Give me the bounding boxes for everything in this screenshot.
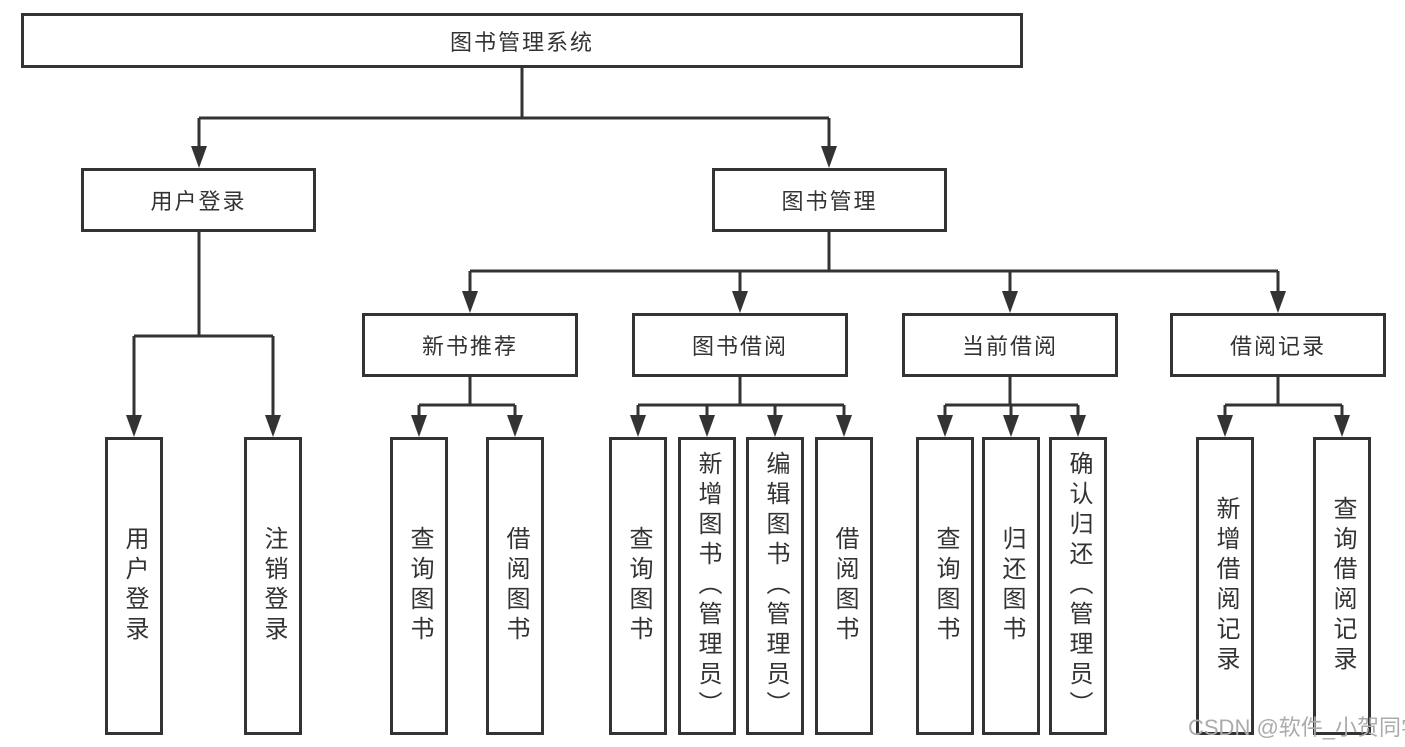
node-confirm-return-admin: 确认归还（管理员） — [1049, 437, 1107, 735]
node-borrow-books-recommend: 借阅图书 — [486, 437, 544, 735]
node-book-borrow: 图书借阅 — [632, 313, 848, 377]
arrowheads — [126, 146, 1350, 437]
node-borrow-records: 借阅记录 — [1170, 313, 1386, 377]
node-borrow-books-leaf: 借阅图书 — [815, 437, 873, 735]
node-current-borrow: 当前借阅 — [902, 313, 1118, 377]
node-user-login-leaf: 用户登录 — [105, 437, 163, 735]
node-add-book-admin: 新增图书（管理员） — [678, 437, 736, 735]
node-add-borrow-record: 新增借阅记录 — [1196, 437, 1254, 735]
node-new-book-recommend: 新书推荐 — [362, 313, 578, 377]
csdn-watermark: CSDN @软件_小贺同学 — [1188, 715, 1405, 740]
node-query-books-borrow: 查询图书 — [609, 437, 667, 735]
node-logout-leaf: 注销登录 — [244, 437, 302, 735]
node-library-system: 图书管理系统 — [21, 13, 1023, 68]
node-return-book: 归还图书 — [982, 437, 1040, 735]
node-user-login: 用户登录 — [81, 168, 316, 232]
node-query-books-current: 查询图书 — [916, 437, 974, 735]
node-query-borrow-record: 查询借阅记录 — [1313, 437, 1371, 735]
node-edit-book-admin: 编辑图书（管理员） — [746, 437, 804, 735]
tree-edges — [132, 68, 1344, 416]
node-book-management: 图书管理 — [712, 168, 947, 232]
node-query-books-recommend: 查询图书 — [390, 437, 448, 735]
